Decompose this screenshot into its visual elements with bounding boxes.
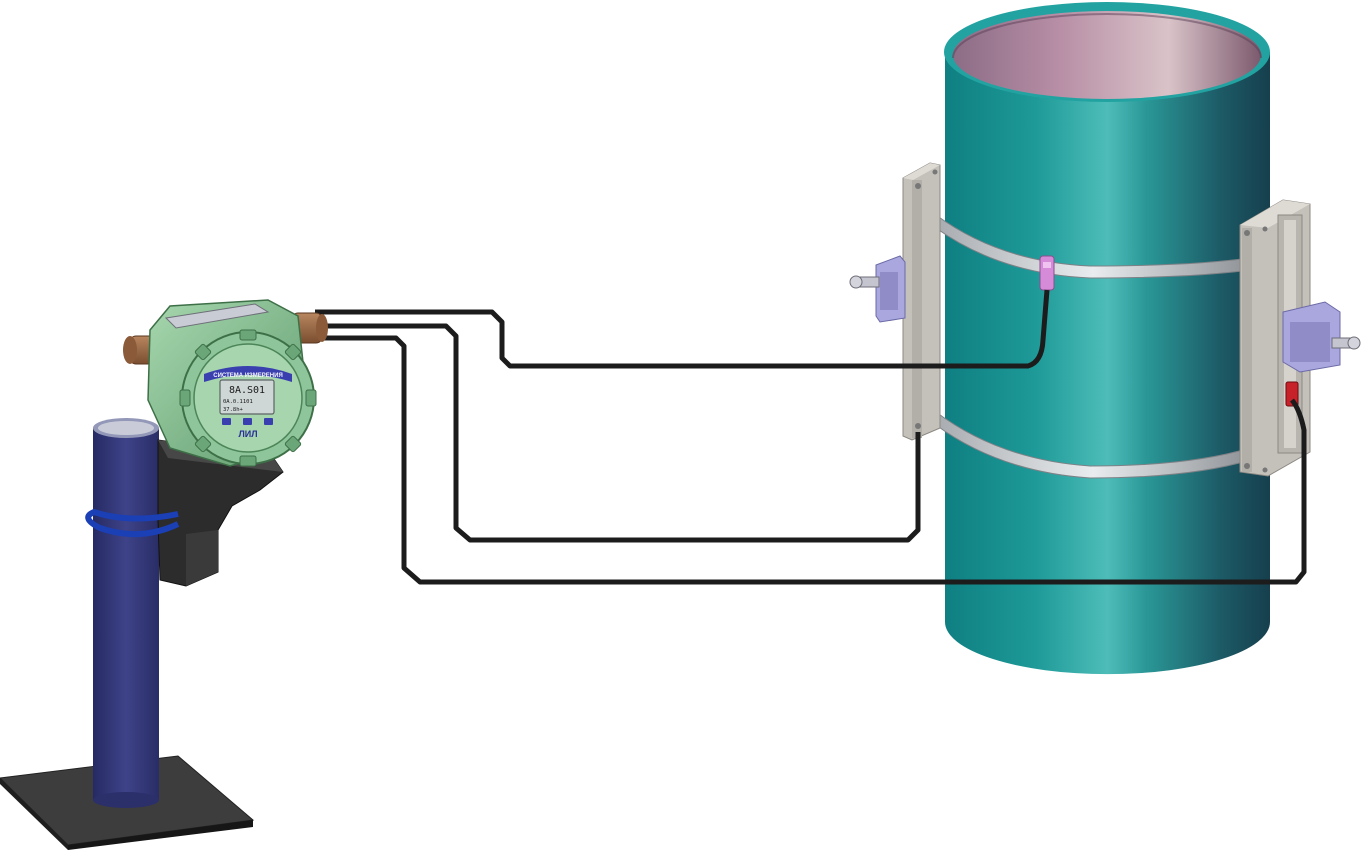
upper-ultrasonic-sensor: [1039, 255, 1055, 291]
pipe-inner: [953, 11, 1261, 99]
display-label-text: СИСТЕМА ИЗМЕРЕНИЯ: [213, 373, 283, 379]
left-sensor-mount: [849, 162, 941, 441]
pipe-body: [945, 52, 1270, 675]
cable-to-left-mount: [322, 323, 921, 543]
right-sensor-bracket: [1282, 301, 1361, 373]
manufacturer-logo: ЛИЛ: [238, 429, 257, 439]
lcd-line-1: 8A.S01: [229, 385, 265, 396]
mounting-stand: [0, 418, 284, 850]
stand-post: [93, 428, 159, 800]
right-front-button[interactable]: [264, 418, 273, 425]
lcd-display: 8A.S01 0A.0.1101 37.8h+: [219, 379, 275, 415]
cable-to-upper-sensor: [315, 289, 1050, 369]
left-front-button[interactable]: [222, 418, 231, 425]
cover-ribs: [179, 329, 317, 467]
pipe: [944, 2, 1270, 675]
lcd-line-2: 0A.0.1101: [223, 399, 253, 405]
signal-cables: [315, 289, 1307, 585]
cable-to-lower-sensor: [322, 335, 1307, 585]
top-nameplate: [164, 303, 270, 329]
display-label-band: СИСТЕМА ИЗМЕРЕНИЯ: [204, 366, 292, 382]
center-front-button[interactable]: [243, 418, 252, 425]
lcd-line-3: 37.8h+: [223, 407, 244, 413]
left-sensor-bracket: [849, 255, 906, 323]
right-sensor-mount: [1239, 199, 1361, 477]
pipe-clamp-u-bolt: [85, 508, 180, 538]
front-buttons: [222, 418, 273, 425]
flowmeter-transmitter: СИСТЕМА ИЗМЕРЕНИЯ 8A.S01 0A.0.1101 37.8h…: [123, 299, 328, 467]
